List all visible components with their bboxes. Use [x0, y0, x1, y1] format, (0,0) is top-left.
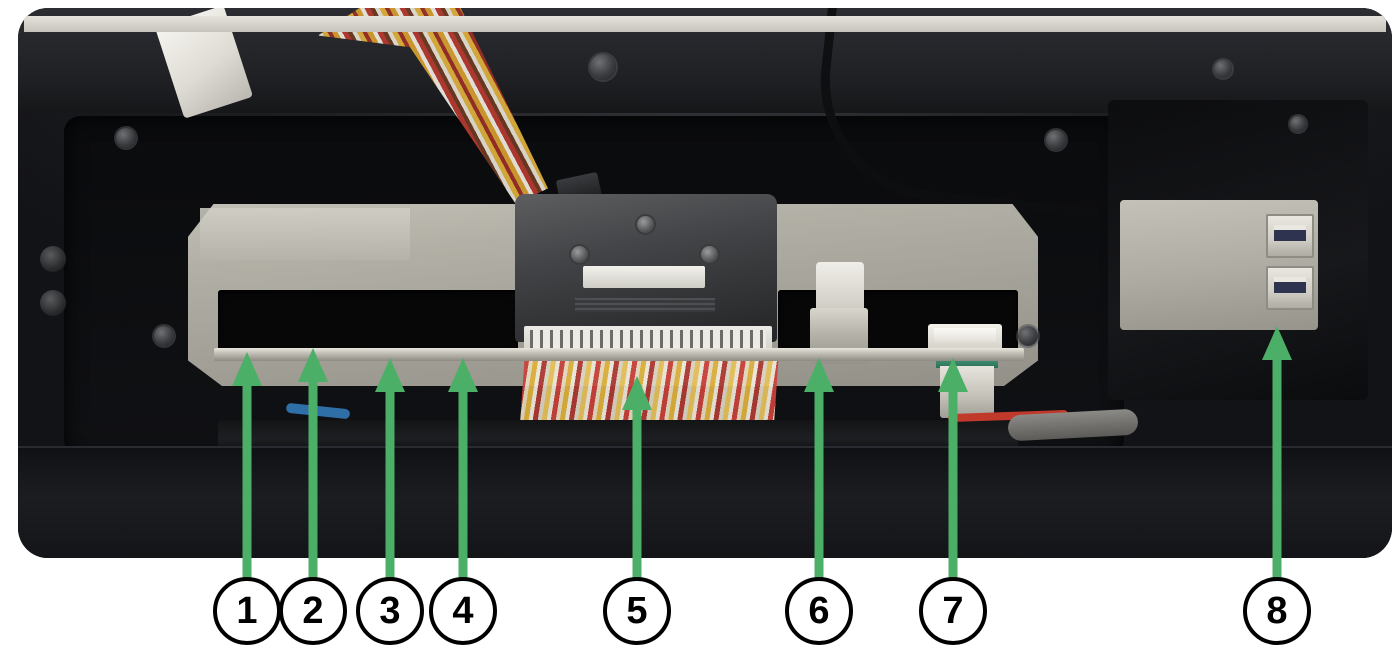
- bezel-bolt: [154, 326, 174, 346]
- callout-number-8: 8: [1243, 577, 1311, 645]
- module-screw: [701, 246, 718, 263]
- chassis-bottom-panel: [18, 446, 1392, 558]
- usb-port-upper: [1266, 214, 1314, 258]
- callout-number-7: 7: [919, 577, 987, 645]
- callout-number-4: 4: [429, 577, 497, 645]
- bezel-bolt: [1046, 130, 1066, 150]
- callout-number-5: 5: [603, 577, 671, 645]
- bezel-bolt: [1018, 326, 1038, 346]
- callout-number-1: 1: [213, 577, 281, 645]
- bezel-bolt: [116, 128, 136, 148]
- callout-number-6: 6: [785, 577, 853, 645]
- usb-port-lower: [1266, 266, 1314, 310]
- connector-slot-left: [218, 290, 518, 352]
- bezel-bolt: [1290, 116, 1306, 132]
- module-label-plate: [583, 266, 705, 288]
- callout-number-2: 2: [279, 577, 347, 645]
- central-interface-module: [515, 194, 777, 342]
- bezel-bolt: [590, 54, 616, 80]
- dsub-backshell: [816, 262, 864, 314]
- connector-item7-body: [940, 366, 994, 418]
- module-ribs: [575, 298, 715, 312]
- bezel-bolt: [1214, 60, 1232, 78]
- callout-number-3: 3: [356, 577, 424, 645]
- module-screw: [571, 246, 588, 263]
- connector-retention-rail: [214, 348, 1024, 361]
- bracket-left-tab: [200, 208, 410, 260]
- module-screw: [637, 216, 654, 233]
- left-panel-jack: [40, 290, 66, 316]
- hardware-photograph: [18, 8, 1392, 558]
- connector-label-tape: [934, 328, 996, 342]
- left-panel-jack: [40, 246, 66, 272]
